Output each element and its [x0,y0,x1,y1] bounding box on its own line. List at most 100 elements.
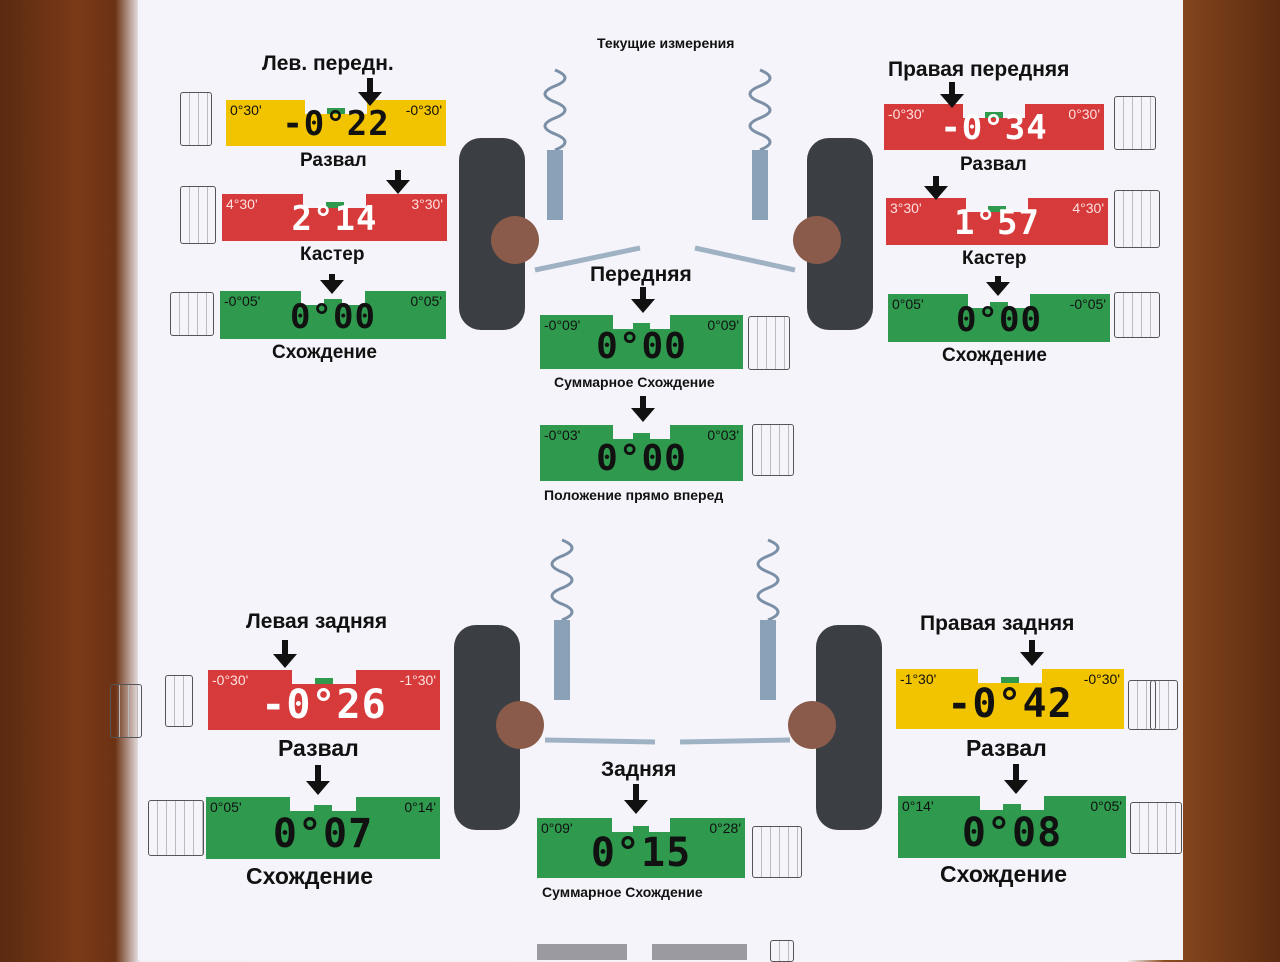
front-total-toe-value: 0°00 [596,326,687,367]
wheel-diagram-icon-4 [1114,190,1160,248]
rear-right-camber-caption: Развал [966,735,1047,761]
rear-left-toe-min-label: 0°05' [210,799,242,815]
rear-left-toe-tolerance-notch [290,797,356,811]
rear-left-camber-caption: Развал [278,735,359,761]
front-right-camber-value: -0°34 [940,108,1048,148]
rear-right-tire [816,625,882,830]
front-right-camber-gauge: -0°30' 0°30' -0°34 [884,104,1104,150]
front-right-caster-caption: Кастер [962,248,1027,269]
front-left-camber-value: -0°22 [282,104,390,144]
front-left-camber-min-label: 0°30' [230,102,262,118]
next-gauge-stub-right [652,944,747,960]
front-left-toe-caption: Схождение [272,342,377,363]
front-straight-max-label: 0°03' [707,427,739,443]
wheel-diagram-icon-5 [1114,292,1160,338]
front-right-toe-max-label: -0°05' [1069,296,1106,312]
wheel-diagram-icon-14 [752,826,802,878]
rear-total-toe-min-label: 0°09' [541,820,573,836]
front-right-spring [748,68,772,152]
front-right-toe-tolerance-notch [967,294,1031,308]
rear-left-toe-gauge: 0°05' 0°14' 0°07 [206,797,440,859]
front-suspension-illustration [459,68,873,330]
front-left-caster-tolerance-notch [303,194,366,208]
rear-left-toe-value: 0°07 [272,811,374,857]
front-left-toe-min-label: -0°05' [224,293,261,309]
front-total-toe-gauge: -0°09'0°09'0°00 [540,315,743,369]
front-total-toe-target-mark [633,323,650,329]
rear-left-toe-caption: Схождение [246,863,374,889]
wheel-diagram-icon-12 [148,800,204,856]
rear-total-toe-caption: Суммарное Схождение [542,884,703,900]
front-right-toe-target-mark [990,302,1008,308]
front-right-camber-max-label: 0°30' [1068,106,1100,122]
wheel-diagram-icon-15 [770,940,794,962]
rear-right-camber-max-label: -0°30' [1083,671,1120,687]
rear-total-toe-gauge: 0°09'0°28'0°15 [537,818,745,878]
front-left-camber-gauge: 0°30' -0°30' -0°22 [226,100,446,146]
front-straight-caption: Положение прямо вперед [544,487,724,503]
wheel-diagram-icon-3 [1114,96,1156,150]
rear-left-camber-target-mark [314,678,334,684]
front-right-caster-max-label: 4°30' [1072,200,1104,216]
front-straight-gauge: -0°03' 0°03' 0°00 [540,425,743,481]
front-straight-tolerance-notch [613,425,670,439]
front-right-toe-value: 0°00 [956,300,1042,340]
front-right-camber-caption: Развал [960,154,1027,175]
rear-center-heading: Задняя [601,758,677,781]
rear-left-toe-target-mark [313,805,333,811]
rear-right-camber-min-label: -1°30' [900,671,937,687]
wheel-diagram-icon-7 [752,424,794,476]
rear-right-camber-tolerance-notch [978,669,1042,683]
front-right-toe-caption: Схождение [942,345,1047,366]
front-right-caster-tolerance-notch [965,198,1029,212]
front-left-caster-target-mark [325,202,344,208]
front-right-camber-target-mark [985,112,1003,118]
front-left-camber-tolerance-notch [305,100,367,114]
rear-right-toe-tolerance-notch [980,796,1044,810]
front-right-caster-value: 1°57 [954,203,1040,243]
front-right-camber-min-label: -0°30' [888,106,925,122]
front-right-caster-target-mark [988,206,1006,212]
front-straight-min-label: -0°03' [544,427,581,443]
wheel-diagram-icon-9 [165,675,193,727]
rear-right-camber-target-mark [1000,677,1020,683]
rear-total-toe-tolerance-notch [611,818,671,832]
wheel-diagram-icon-8 [110,684,142,738]
front-right-toe-gauge: 0°05' -0°05' 0°00 [888,294,1110,342]
front-left-caster-caption: Кастер [300,244,365,265]
front-left-toe-value: 0°00 [290,297,376,337]
front-straight-target-mark [633,433,650,439]
front-right-caster-min-label: 3°30' [890,200,922,216]
rear-left-toe-max-label: 0°14' [404,799,436,815]
front-total-toe-min-label: -0°09' [544,317,581,333]
front-left-toe-tolerance-notch [301,291,365,305]
front-center-heading: Передняя [590,263,692,286]
rear-right-heading: Правая задняя [920,612,1075,635]
rear-total-toe-target-mark [632,826,650,832]
next-gauge-stub-left [537,944,627,960]
front-left-toe-target-mark [323,299,343,305]
rear-right-toe-min-label: 0°14' [902,798,934,814]
rear-right-toe-max-label: 0°05' [1090,798,1122,814]
front-left-camber-caption: Развал [300,150,367,171]
front-total-toe-caption: Суммарное Схождение [554,374,715,390]
rear-left-tire [454,625,520,830]
front-right-heading: Правая передняя [888,58,1070,81]
rear-right-camber-gauge: -1°30'-0°30'-0°42 [896,669,1124,729]
wheel-diagram-icon-6 [748,316,790,370]
rear-right-spring [756,538,780,622]
rear-right-toe-gauge: 0°14'0°05'0°08 [898,796,1126,858]
rear-right-toe-caption: Схождение [940,861,1068,887]
rear-left-heading: Левая задняя [246,610,388,633]
wheel-diagram-icon-13 [1130,802,1182,854]
wheel-diagram-icon-11 [1150,680,1178,730]
rear-left-camber-min-label: -0°30' [212,672,249,688]
front-left-spring [543,68,567,152]
rear-left-camber-gauge: -0°30'-1°30'-0°26 [208,670,440,730]
front-right-toe-min-label: 0°05' [892,296,924,312]
front-left-caster-max-label: 3°30' [411,196,443,212]
front-straight-value: 0°00 [596,438,687,479]
rear-left-camber-tolerance-notch [291,670,357,684]
front-left-caster-value: 2°14 [291,199,378,239]
front-left-camber-max-label: -0°30' [405,102,442,118]
